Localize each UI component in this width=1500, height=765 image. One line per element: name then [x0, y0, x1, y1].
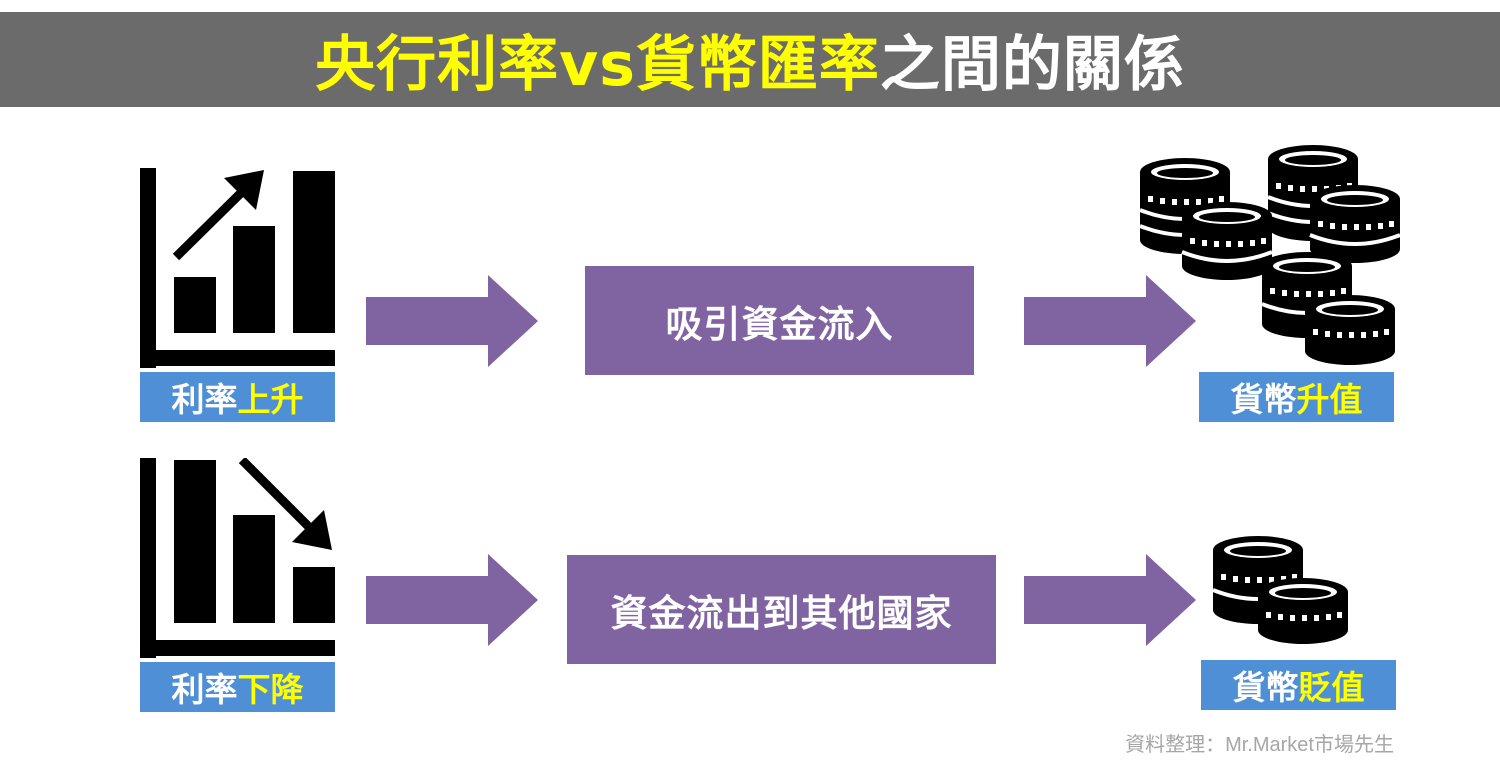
rate-up-label-prefix: 利率 — [171, 380, 238, 419]
rate-up-label: 利率上升 — [140, 372, 335, 422]
title-banner: 央行利率vs貨幣匯率之間的關係 — [0, 12, 1500, 107]
currency-depreciate-prefix: 貨幣 — [1232, 668, 1299, 707]
capital-inflow-box: 吸引資金流入 — [585, 266, 974, 375]
right-arrow-icon — [1024, 554, 1196, 646]
right-arrow-icon — [1024, 275, 1196, 367]
rate-down-label: 利率下降 — [140, 662, 335, 712]
coin-stacks-icon — [1139, 145, 1401, 365]
currency-depreciate-label: 貨幣貶值 — [1201, 660, 1396, 710]
source-credit: 資料整理：Mr.Market市場先生 — [1125, 734, 1394, 756]
currency-appreciate-prefix: 貨幣 — [1230, 380, 1297, 419]
rate-down-label-prefix: 利率 — [171, 670, 238, 709]
title-rest: 之間的關係 — [879, 30, 1185, 100]
rate-down-label-highlight: 下降 — [237, 670, 304, 709]
coin-stack-icon — [1212, 536, 1348, 644]
title-highlight: 央行利率vs貨幣匯率 — [315, 30, 880, 100]
capital-outflow-text: 資金流出到其他國家 — [610, 591, 953, 635]
rising-bar-chart-icon — [140, 168, 335, 368]
currency-appreciate-highlight: 升值 — [1296, 380, 1363, 419]
rate-up-label-highlight: 上升 — [237, 380, 304, 419]
right-arrow-icon — [366, 554, 538, 646]
falling-bar-chart-icon — [140, 458, 335, 658]
capital-inflow-text: 吸引資金流入 — [665, 302, 894, 346]
currency-appreciate-label: 貨幣升值 — [1199, 372, 1394, 422]
capital-outflow-box: 資金流出到其他國家 — [567, 555, 996, 664]
right-arrow-icon — [366, 275, 538, 367]
currency-depreciate-highlight: 貶值 — [1298, 668, 1365, 707]
